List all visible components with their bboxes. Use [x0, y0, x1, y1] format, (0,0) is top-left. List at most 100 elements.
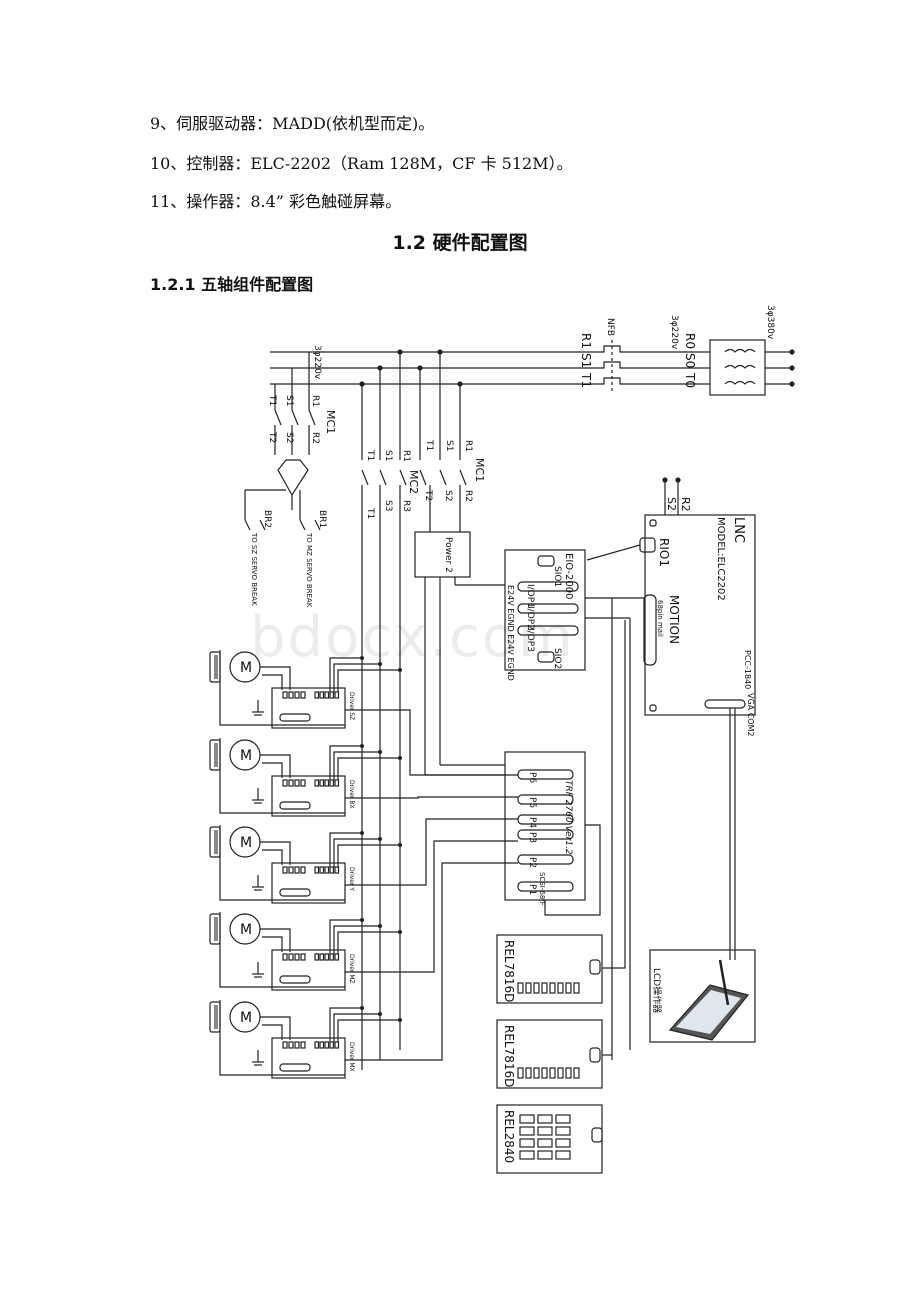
label-trf: TRF 2760 Ver1.2 — [563, 780, 573, 855]
label-r2-lnc: R2 — [679, 497, 692, 512]
mc2-contactor — [361, 352, 467, 1070]
label-r3: R3 — [401, 500, 411, 512]
label-t2-mc2: T2 — [423, 489, 433, 501]
eio-2000-module — [504, 549, 586, 671]
label-p4: P4 — [527, 817, 537, 828]
label-mc1-left: MC1 — [324, 410, 337, 434]
lnc-controller — [585, 477, 756, 1060]
motor-label: M — [240, 922, 252, 938]
label-s2-mc2: S2 — [443, 490, 453, 501]
label-t1-main: T1 — [579, 372, 593, 388]
label-r0: R0 — [683, 333, 697, 349]
label-t1-mc1b: T1 — [424, 439, 434, 451]
axis-group-1: M Driver BX — [209, 738, 518, 817]
label-pcc: PCC-1840 — [743, 650, 752, 689]
label-r1-mc1: R1 — [310, 395, 320, 407]
label-t0: T0 — [683, 372, 697, 388]
label-sio1: SIO1 — [552, 566, 562, 587]
label-lnc: LNC — [731, 517, 746, 543]
label-mc1-right: MC1 — [473, 458, 486, 482]
label-r2-mc1: R2 — [310, 432, 320, 444]
label-s2-mc1: S2 — [284, 432, 294, 443]
label-rel3: REL2840 — [502, 1110, 516, 1163]
label-iop2: I/OP2 — [525, 606, 535, 630]
label-p2: P2 — [527, 857, 537, 868]
label-p6: P6 — [527, 772, 537, 783]
label-sio2: SIO2 — [552, 648, 562, 669]
axis-group-2: M Driver Y — [209, 818, 518, 904]
driver-label: Driver Y — [348, 867, 355, 891]
section-title: 1.2 硬件配置图 — [392, 232, 528, 254]
spec-line-9: 9、伺服驱动器：MADD(依机型而定)。 — [150, 114, 435, 133]
driver-box — [271, 775, 346, 817]
label-s3: S3 — [383, 500, 393, 511]
label-scsi: SCSI-68/F — [538, 872, 546, 906]
driver-box — [271, 687, 346, 729]
label-br2-note: TO SZ SERVO BREAK — [250, 532, 258, 606]
label-r1-mc2: R1 — [401, 450, 411, 462]
label-br2: BR2 — [262, 510, 272, 528]
label-motion: MOTION — [667, 595, 681, 644]
axis-group-0: M Driver SZ — [209, 650, 518, 776]
transformer — [709, 339, 766, 396]
label-3p380: 3φ380v — [765, 305, 775, 340]
driver-label: Driver MZ — [348, 954, 355, 984]
label-nfb: NFB — [605, 318, 615, 336]
motor-label: M — [240, 748, 252, 764]
spec-line-10: 10、控制器：ELC-2202（Ram 128M，CF 卡 512M）。 — [150, 154, 573, 173]
driver-label: Driver BX — [348, 780, 355, 809]
motor-label: M — [240, 1010, 252, 1026]
label-p5: P5 — [527, 797, 537, 808]
label-eio-bottom: E24V EGND E24V EGND — [506, 585, 515, 681]
driver-box — [271, 949, 346, 991]
driver-label: Driver MX — [348, 1042, 355, 1072]
label-power2: Power 2 — [443, 537, 453, 573]
label-3p220-right: 3φ220v — [669, 315, 679, 350]
label-r1-main: R1 — [579, 333, 593, 349]
label-p3: P3 — [527, 832, 537, 843]
label-model: MODEL:ELC2202 — [715, 517, 726, 601]
label-s1-mc1: S1 — [284, 395, 294, 406]
mc1-contactor — [244, 352, 321, 531]
spec-line-11: 11、操作器：8.4” 彩色触碰屏幕。 — [150, 192, 402, 211]
trf-2760-module — [425, 751, 601, 916]
label-vga: VGA COM2 — [746, 693, 755, 737]
label-t1-mc1: T1 — [267, 394, 277, 406]
label-p1: P1 — [527, 884, 537, 895]
label-s1-mc2: S1 — [383, 450, 393, 461]
main-power-bus — [270, 339, 795, 396]
label-motion-sub: 68pin mail — [656, 600, 664, 637]
label-rel2: REL7816D — [502, 1025, 516, 1087]
driver-box — [271, 1037, 346, 1079]
label-s1-main: S1 — [579, 353, 593, 368]
label-s0: S0 — [683, 353, 697, 368]
motor-label: M — [240, 660, 252, 676]
label-iop1: I/OP1 — [525, 584, 535, 608]
label-r2-mc2: R2 — [463, 490, 473, 502]
rel-boards — [496, 620, 626, 1174]
label-rio1: RIO1 — [657, 538, 671, 567]
power2-box — [414, 531, 471, 578]
axis-group-3: M Driver MZ — [209, 840, 518, 991]
nfb-breaker — [590, 340, 640, 392]
label-eio: EIO-2000 — [563, 553, 574, 599]
label-r1-mc1b: R1 — [463, 440, 473, 452]
lcd-operator — [649, 949, 756, 1043]
subsection-title: 1.2.1 五轴组件配置图 — [150, 275, 314, 294]
label-t1-mc2: T1 — [365, 449, 375, 461]
label-iop3: I/OP3 — [525, 628, 535, 652]
label-lcd: LCD操作器 — [651, 968, 663, 1013]
driver-box — [271, 862, 346, 904]
watermark: bdocx.com — [250, 605, 575, 670]
label-s2-lnc: S2 — [665, 497, 678, 511]
axis-group-4: M Driver MX — [209, 862, 518, 1079]
label-mc2: MC2 — [407, 470, 420, 494]
label-3p220-top: 3φ220v — [312, 345, 322, 380]
label-rel1: REL7816D — [502, 940, 516, 1002]
motor-label: M — [240, 835, 252, 851]
driver-label: Driver SZ — [348, 692, 355, 720]
label-t3: T1 — [365, 507, 375, 519]
